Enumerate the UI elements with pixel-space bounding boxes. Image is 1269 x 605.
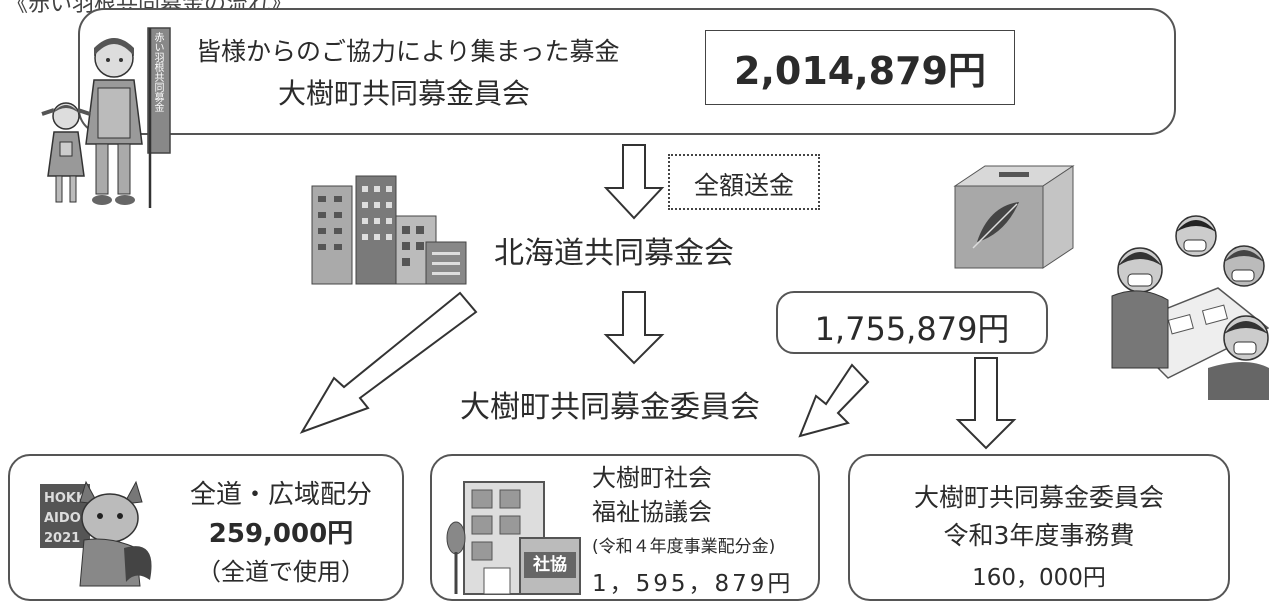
admin-expense-amount: 160，000円 [972, 565, 1106, 591]
down-arrow-icon [603, 144, 665, 220]
volunteers-illustration [41, 27, 171, 208]
welfare-building-illustration [446, 481, 581, 595]
allocation-amount: 1,755,879円 [814, 310, 1010, 348]
total-amount-box [705, 30, 1015, 105]
regional-title: 全道・広域配分 [189, 480, 372, 510]
donation-summary-box [78, 8, 1176, 135]
regional-note: （全道で使用） [197, 558, 365, 586]
diagonal-arrow-icon [299, 291, 478, 434]
total-amount: 2,014,879円 [734, 49, 986, 93]
welfare-amount: 1，595，879円 [592, 571, 794, 597]
welfare-name-line1: 大樹町社会 [592, 464, 712, 492]
meeting-illustration [1111, 215, 1269, 400]
buildings-illustration [311, 175, 467, 285]
down-arrow-icon [955, 357, 1017, 450]
welfare-note: (令和４年度事業配分金) [592, 537, 776, 557]
transfer-label-box [668, 154, 820, 210]
welfare-name-line2: 福祉協議会 [592, 498, 712, 526]
down-arrow-icon [603, 291, 665, 365]
svg-text:AIDO: AIDO [44, 511, 81, 526]
transfer-label: 全額送金 [693, 171, 794, 200]
hokkaido-council-label: 北海道共同募金会 [494, 236, 734, 271]
regional-amount: 259,000円 [208, 519, 354, 549]
allocation-amount-box [776, 291, 1048, 354]
admin-expense-box [848, 454, 1230, 601]
admin-committee-name: 大樹町共同募金委員会 [913, 483, 1164, 512]
welfare-sign: 社協 [533, 555, 567, 575]
diagonal-arrow-icon [798, 363, 870, 438]
admin-expense-title: 令和3年度事務費 [943, 521, 1135, 550]
top-committee-name: 大樹町共同募金員会 [278, 77, 531, 110]
fox-mascot-illustration: HOKK AIDO 2021 [40, 480, 152, 587]
donation-box-illustration [953, 165, 1075, 269]
town-committee-label: 大樹町共同募金委員会 [460, 390, 760, 425]
banner-text: 赤い羽根共同募金 [152, 32, 163, 112]
svg-text:2021: 2021 [44, 531, 80, 546]
svg-text:HOKK: HOKK [44, 491, 87, 506]
donation-description: 皆様からのご協力により集まった募金 [196, 37, 620, 66]
